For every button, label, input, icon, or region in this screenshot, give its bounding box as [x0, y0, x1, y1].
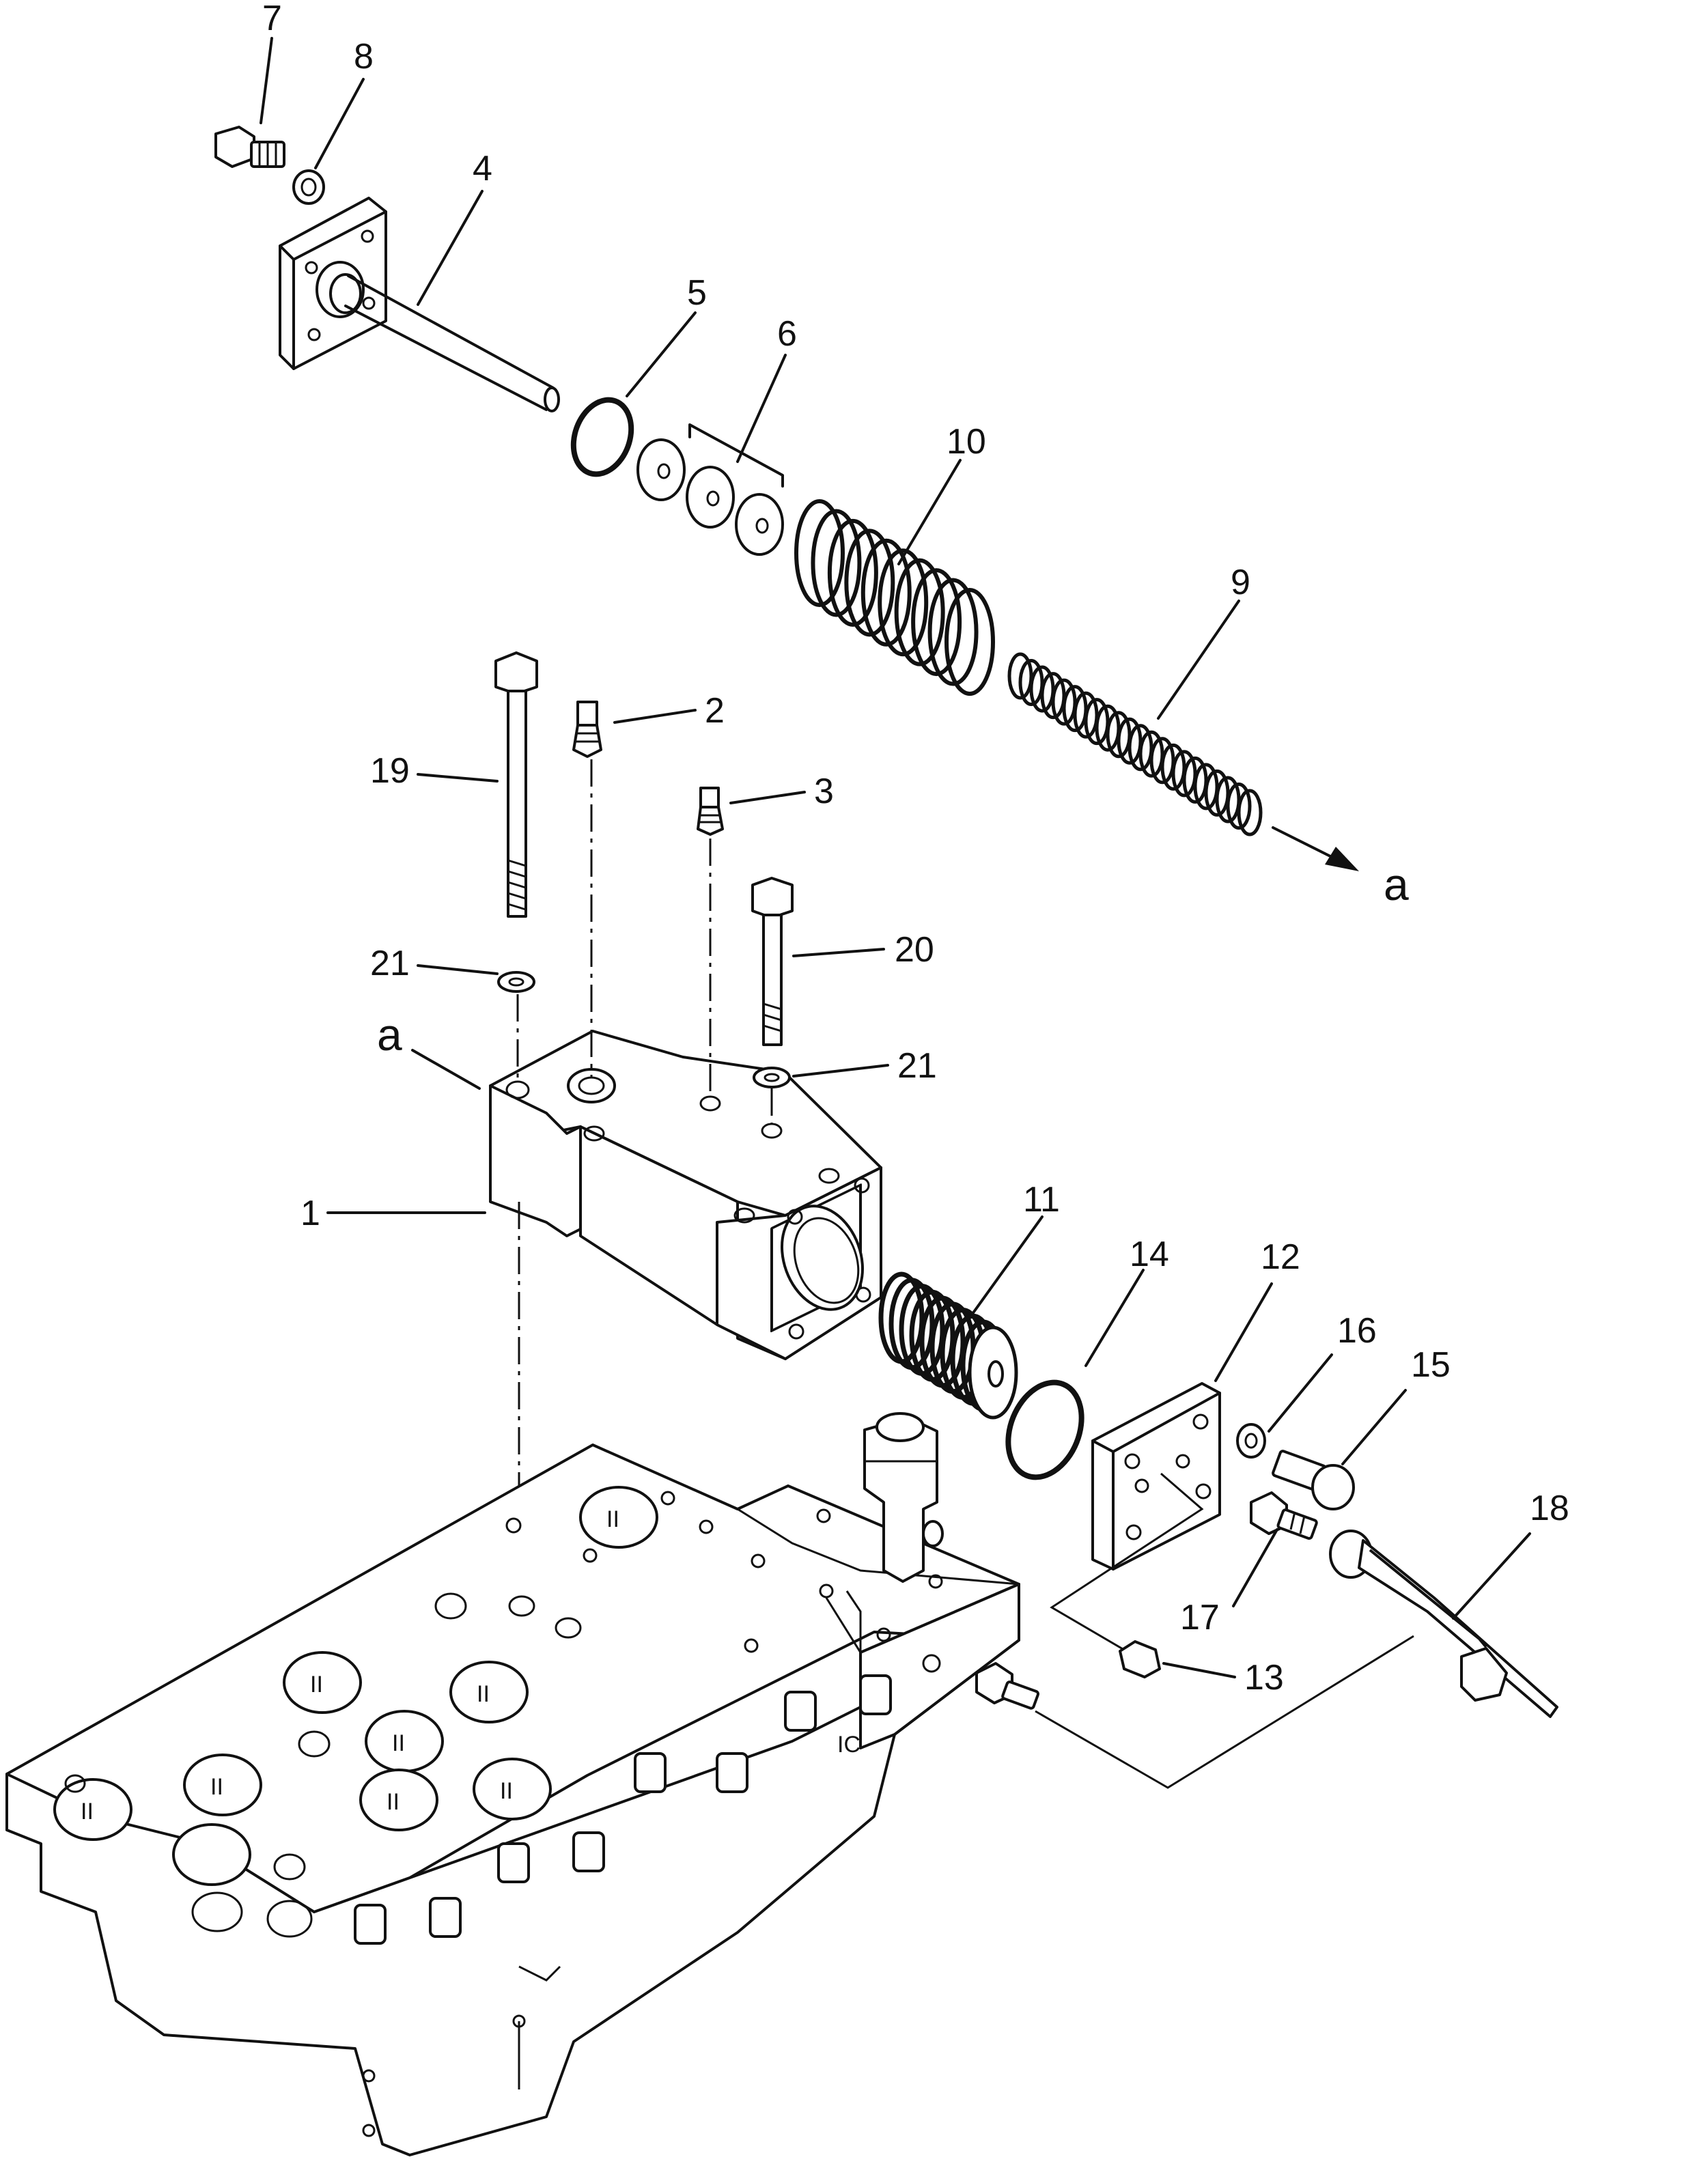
- bolt-20: [751, 877, 794, 1046]
- flange-rod-4: [279, 197, 560, 412]
- spring-coil: [1062, 685, 1088, 733]
- spring-coil: [1215, 776, 1241, 823]
- port-code: II: [606, 1506, 619, 1532]
- callout-21-left: 21: [370, 944, 410, 983]
- callout-15: 15: [1411, 1345, 1451, 1385]
- valve-body-1: [489, 1030, 882, 1360]
- spring-coil: [1018, 659, 1044, 707]
- callout-2: 2: [705, 691, 725, 731]
- port-code: II: [81, 1799, 94, 1825]
- callout-1: 1: [300, 1194, 320, 1233]
- port-code: II: [477, 1681, 490, 1707]
- callout-17: 17: [1180, 1598, 1220, 1637]
- spring-9: [1007, 652, 1263, 836]
- spring-coil: [1226, 782, 1252, 830]
- hose-18: [1329, 1530, 1558, 1718]
- port-code: II: [392, 1730, 405, 1756]
- arrow-to-a: [1272, 826, 1359, 871]
- spring-coil: [1117, 717, 1143, 765]
- spring-coil: [1029, 665, 1055, 713]
- spring-coil: [811, 509, 862, 617]
- spring-coil: [1237, 789, 1263, 836]
- spring-coil: [860, 538, 912, 647]
- bolt-7: [214, 126, 285, 168]
- fitting-17: [1250, 1491, 1318, 1540]
- spring-coil: [1193, 763, 1219, 811]
- spring-coil: [1128, 724, 1153, 772]
- spring-coil: [878, 548, 929, 657]
- spring-10: [794, 499, 995, 696]
- control-valve-base: [5, 1444, 1020, 2156]
- spring-coil: [1182, 756, 1208, 804]
- bolt-19: [494, 651, 538, 918]
- spring-coil: [911, 568, 962, 677]
- spring-coil: [1138, 730, 1164, 778]
- spring-coil: [1106, 711, 1132, 759]
- port-codes: II II II II II II II II IC: [81, 1506, 860, 1825]
- spring-coil: [1160, 743, 1186, 791]
- spring-coil: [927, 578, 979, 686]
- callout-4: 4: [473, 149, 492, 188]
- nipple-fitting: [975, 1635, 1414, 1789]
- callout-5: 5: [687, 273, 707, 313]
- port-code: II: [500, 1778, 513, 1804]
- spring-coil: [1007, 652, 1033, 700]
- spring-coil: [1051, 678, 1077, 726]
- spring-coil: [894, 558, 945, 666]
- plug-13: [1119, 1640, 1161, 1678]
- port-code: II: [310, 1672, 323, 1698]
- callout-18: 18: [1530, 1489, 1569, 1528]
- spring-coil: [1149, 737, 1175, 785]
- washer-8: [292, 169, 325, 205]
- callout-8: 8: [354, 37, 374, 76]
- spring-coil: [944, 588, 995, 696]
- callout-11: 11: [1023, 1180, 1060, 1220]
- plug-2: [572, 701, 602, 758]
- callout-19: 19: [370, 751, 410, 791]
- spring-coil: [1073, 691, 1099, 739]
- leader-lines: [260, 37, 1531, 1678]
- reference-a-left: a: [377, 1009, 402, 1060]
- callout-7: 7: [262, 0, 282, 38]
- spring-coil: [1084, 698, 1110, 746]
- filter-center-hole: [988, 1360, 1004, 1388]
- alignment-lines: [516, 759, 773, 1505]
- callout-16: 16: [1337, 1311, 1377, 1351]
- port-code: IC: [837, 1732, 860, 1758]
- shims-6: [636, 423, 784, 556]
- callout-10: 10: [947, 422, 986, 462]
- o-ring-5: [570, 397, 634, 477]
- callout-21-right: 21: [897, 1046, 937, 1086]
- filter-end-cap: [968, 1325, 1018, 1420]
- o-ring-14: [1005, 1379, 1084, 1480]
- spring-coil: [1204, 769, 1230, 817]
- reference-a-top: a: [1384, 859, 1409, 910]
- callout-13: 13: [1244, 1658, 1284, 1698]
- washer-16: [1236, 1423, 1266, 1459]
- washer-21-right: [753, 1067, 791, 1088]
- cover-plate-12: [1050, 1382, 1221, 1665]
- spring-coil: [827, 518, 878, 627]
- callout-9: 9: [1231, 563, 1250, 602]
- spring-coil: [1095, 704, 1121, 752]
- port-code: II: [210, 1774, 223, 1800]
- filter-11: [878, 1271, 1018, 1420]
- spring-coil: [1040, 672, 1066, 720]
- callout-6: 6: [777, 314, 797, 354]
- solenoid-valve: [863, 1412, 944, 1583]
- callout-labels: 7 8 4 5 6 10 9 a 2 3 19 20 21 21 a 1 11 …: [262, 0, 1569, 1698]
- callout-12: 12: [1261, 1237, 1300, 1277]
- callout-20: 20: [895, 930, 934, 970]
- spring-coil: [1171, 750, 1197, 798]
- plug-3: [697, 787, 724, 836]
- washer-21-left: [497, 971, 535, 993]
- bolt-15: [1272, 1450, 1355, 1510]
- callout-3: 3: [814, 772, 834, 811]
- port-code: II: [387, 1789, 400, 1815]
- spring-coil: [844, 529, 895, 637]
- callout-14: 14: [1130, 1235, 1169, 1274]
- spring-coil: [794, 499, 845, 607]
